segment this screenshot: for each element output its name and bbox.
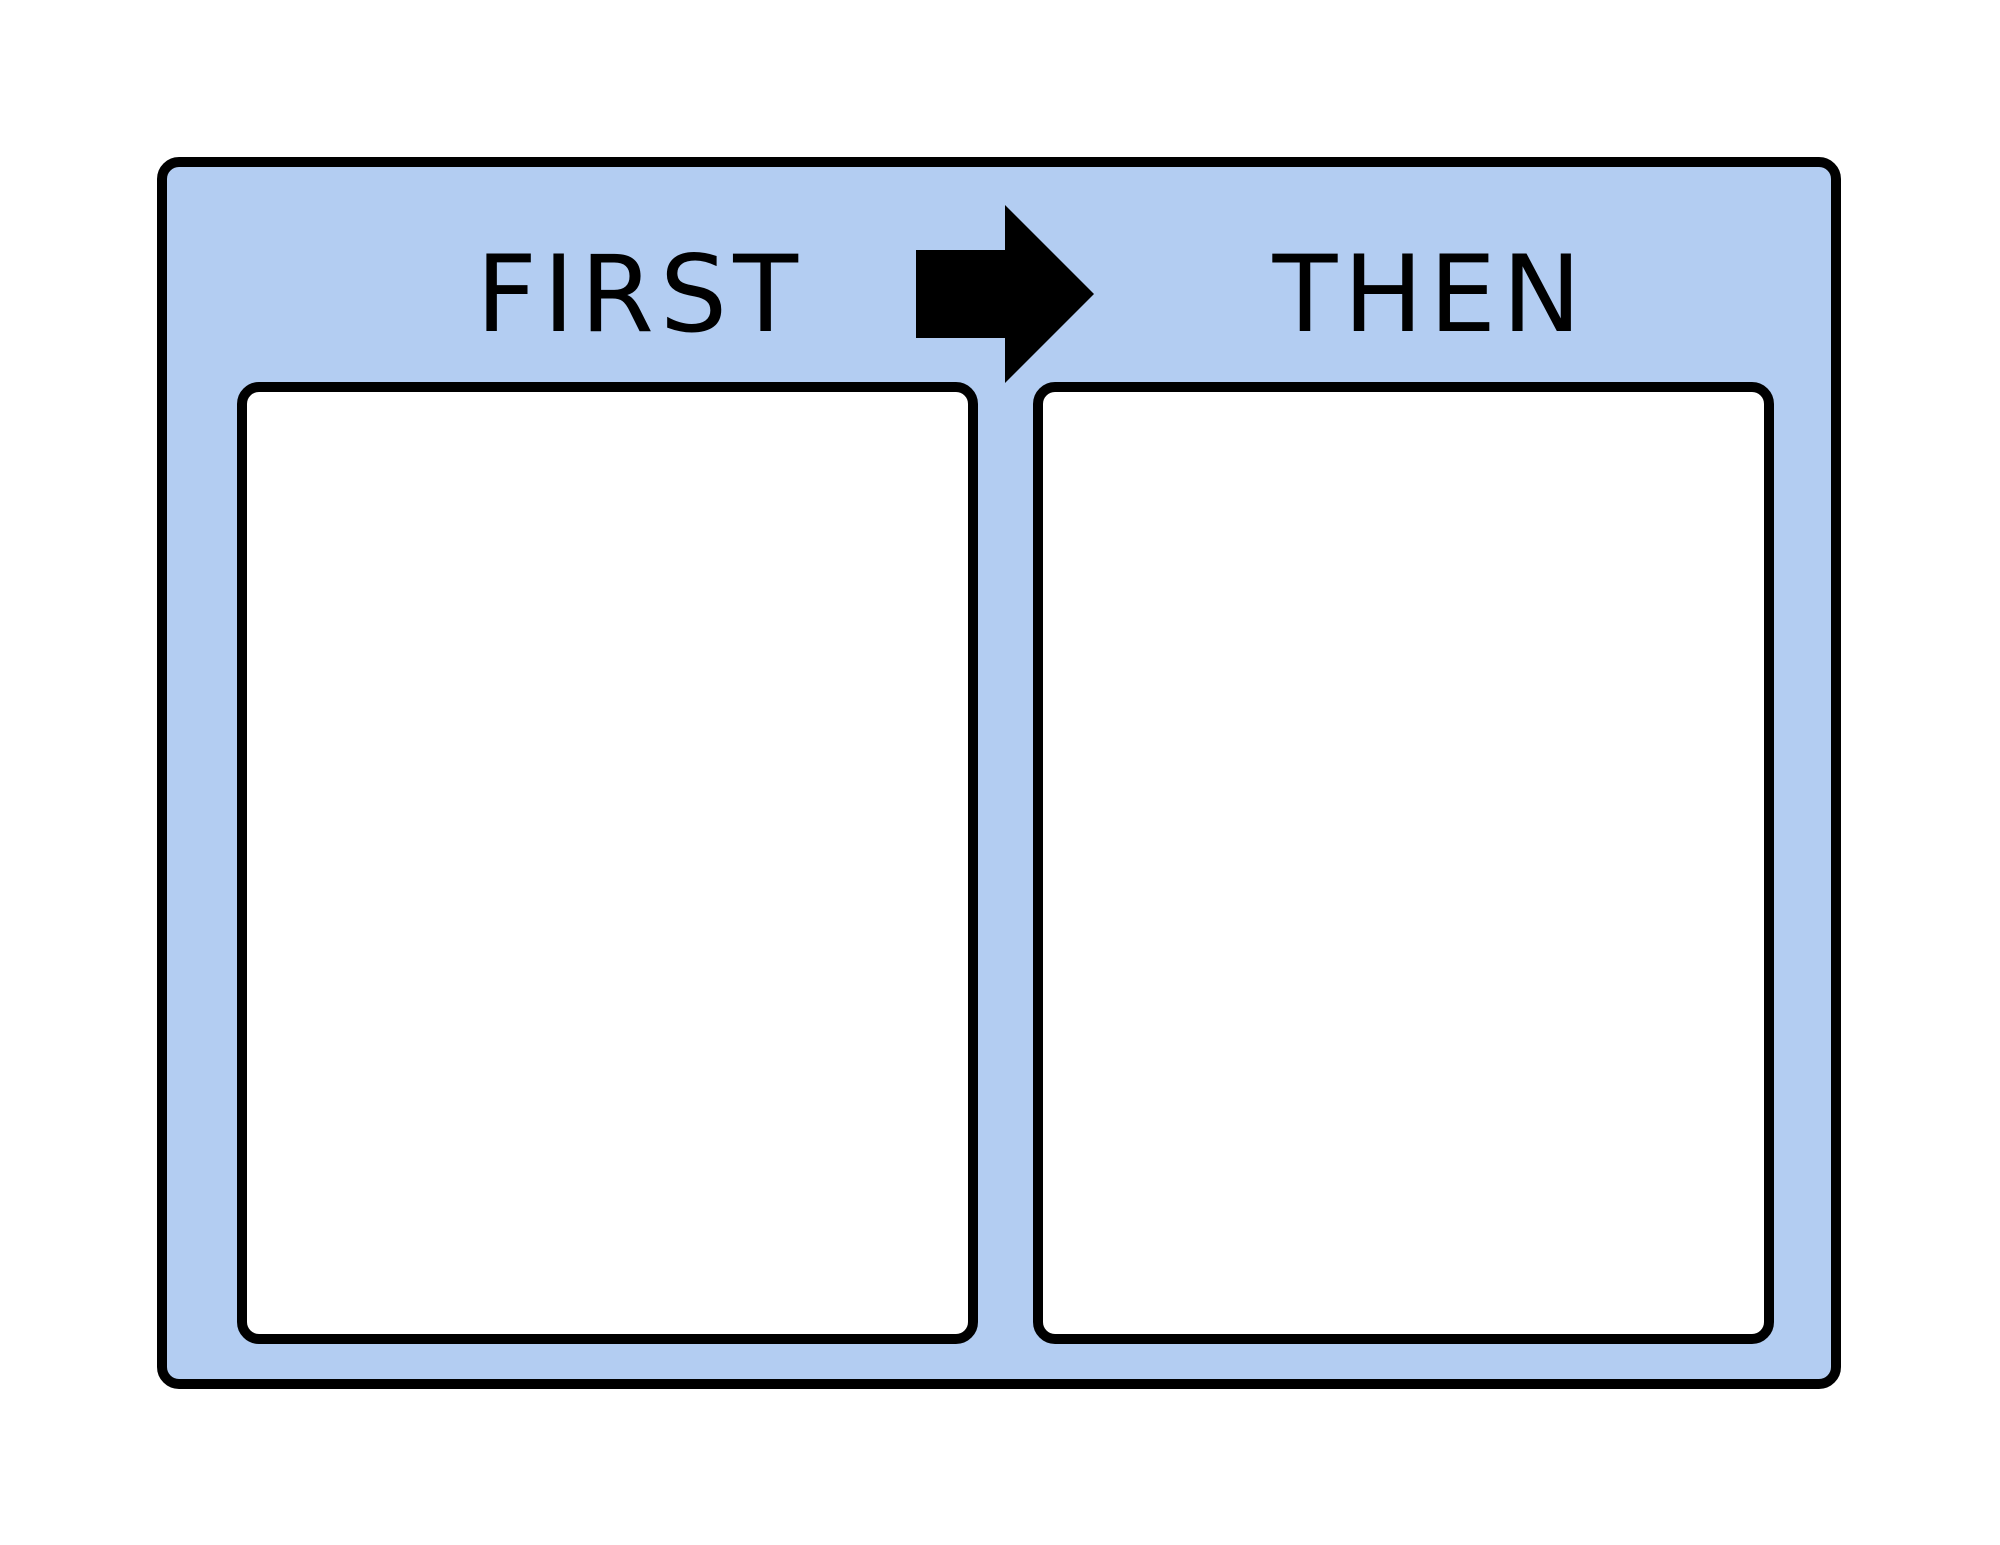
first-card[interactable] bbox=[237, 382, 978, 1344]
then-label: THEN bbox=[1272, 233, 1588, 356]
first-label: FIRST bbox=[476, 233, 804, 356]
arrow-right-icon bbox=[916, 205, 1094, 383]
then-card[interactable] bbox=[1033, 382, 1774, 1344]
arrow-right-shape bbox=[916, 205, 1094, 383]
